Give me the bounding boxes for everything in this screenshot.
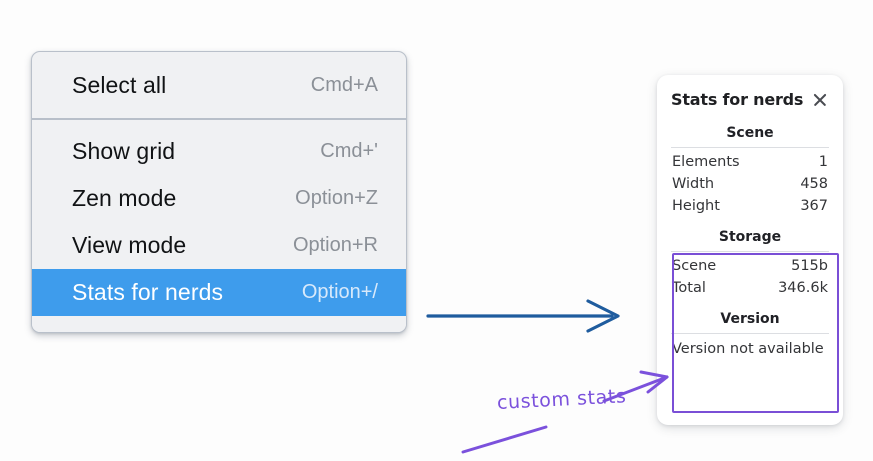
stat-label: Total (672, 280, 706, 296)
stats-section-version: Version Version not available (671, 309, 829, 359)
menu-item-stats-for-nerds[interactable]: Stats for nerds Option+/ (32, 269, 406, 316)
stat-label: Elements (672, 154, 740, 170)
stats-section-scene: Scene Elements 1 Width 458 Height 367 (671, 123, 829, 217)
menu-item-view-mode[interactable]: View mode Option+R (32, 222, 406, 269)
stat-label: Height (672, 198, 720, 214)
menu-footer-padding (32, 316, 406, 332)
menu-item-label: Stats for nerds (72, 279, 224, 305)
menu-item-zen-mode[interactable]: Zen mode Option+Z (32, 175, 406, 222)
menu-item-shortcut: Cmd+A (310, 74, 378, 96)
stat-row-width: Width 458 (671, 173, 829, 195)
section-title: Version (720, 311, 780, 327)
stats-for-nerds-panel: Stats for nerds Scene Elements 1 Width 4… (657, 75, 843, 425)
spacer (671, 299, 829, 309)
menu-item-show-grid[interactable]: Show grid Cmd+' (32, 128, 406, 175)
stat-value: 346.6k (778, 280, 828, 296)
stat-row-scene-storage: Scene 515b (671, 255, 829, 277)
menu-item-select-all[interactable]: Select all Cmd+A (32, 62, 406, 109)
stat-row-elements: Elements 1 (671, 151, 829, 173)
menu-item-label: View mode (72, 232, 187, 258)
underline-stroke-icon (461, 425, 548, 454)
stats-section-storage: Storage Scene 515b Total 346.6k (671, 227, 829, 299)
stat-value: 1 (818, 154, 828, 170)
custom-stats-annotation-label: custom stats (496, 385, 627, 414)
menu-item-shortcut: Option+Z (295, 187, 378, 209)
arrow-right-icon (426, 299, 620, 333)
stat-label: Scene (672, 258, 717, 274)
stat-row-height: Height 367 (671, 195, 829, 217)
context-menu[interactable]: Select all Cmd+A Show grid Cmd+' Zen mod… (31, 51, 407, 333)
menu-item-label: Show grid (72, 138, 176, 164)
menu-group-2: Show grid Cmd+' Zen mode Option+Z View m… (32, 120, 406, 316)
menu-group-1: Select all Cmd+A (32, 52, 406, 118)
menu-item-shortcut: Cmd+' (320, 140, 378, 162)
version-not-available-text: Version not available (672, 341, 824, 357)
stat-value: 367 (800, 198, 828, 214)
menu-item-label: Select all (72, 72, 167, 98)
stat-row-total-storage: Total 346.6k (671, 277, 829, 299)
stat-value: 458 (800, 176, 828, 192)
section-divider (671, 333, 829, 334)
section-title: Storage (718, 229, 782, 245)
menu-separator (32, 118, 406, 120)
section-divider (671, 251, 829, 252)
spacer (671, 217, 829, 227)
stats-panel-title: Stats for nerds (671, 90, 804, 109)
section-title: Scene (726, 125, 774, 141)
stat-label: Width (672, 176, 715, 192)
menu-item-shortcut: Option+R (292, 234, 378, 256)
stat-value: 515b (791, 258, 828, 274)
close-icon[interactable] (811, 91, 829, 109)
menu-item-label: Zen mode (72, 185, 177, 211)
stats-panel-header: Stats for nerds (671, 90, 829, 109)
section-divider (671, 147, 829, 148)
menu-item-shortcut: Option+/ (301, 281, 378, 303)
